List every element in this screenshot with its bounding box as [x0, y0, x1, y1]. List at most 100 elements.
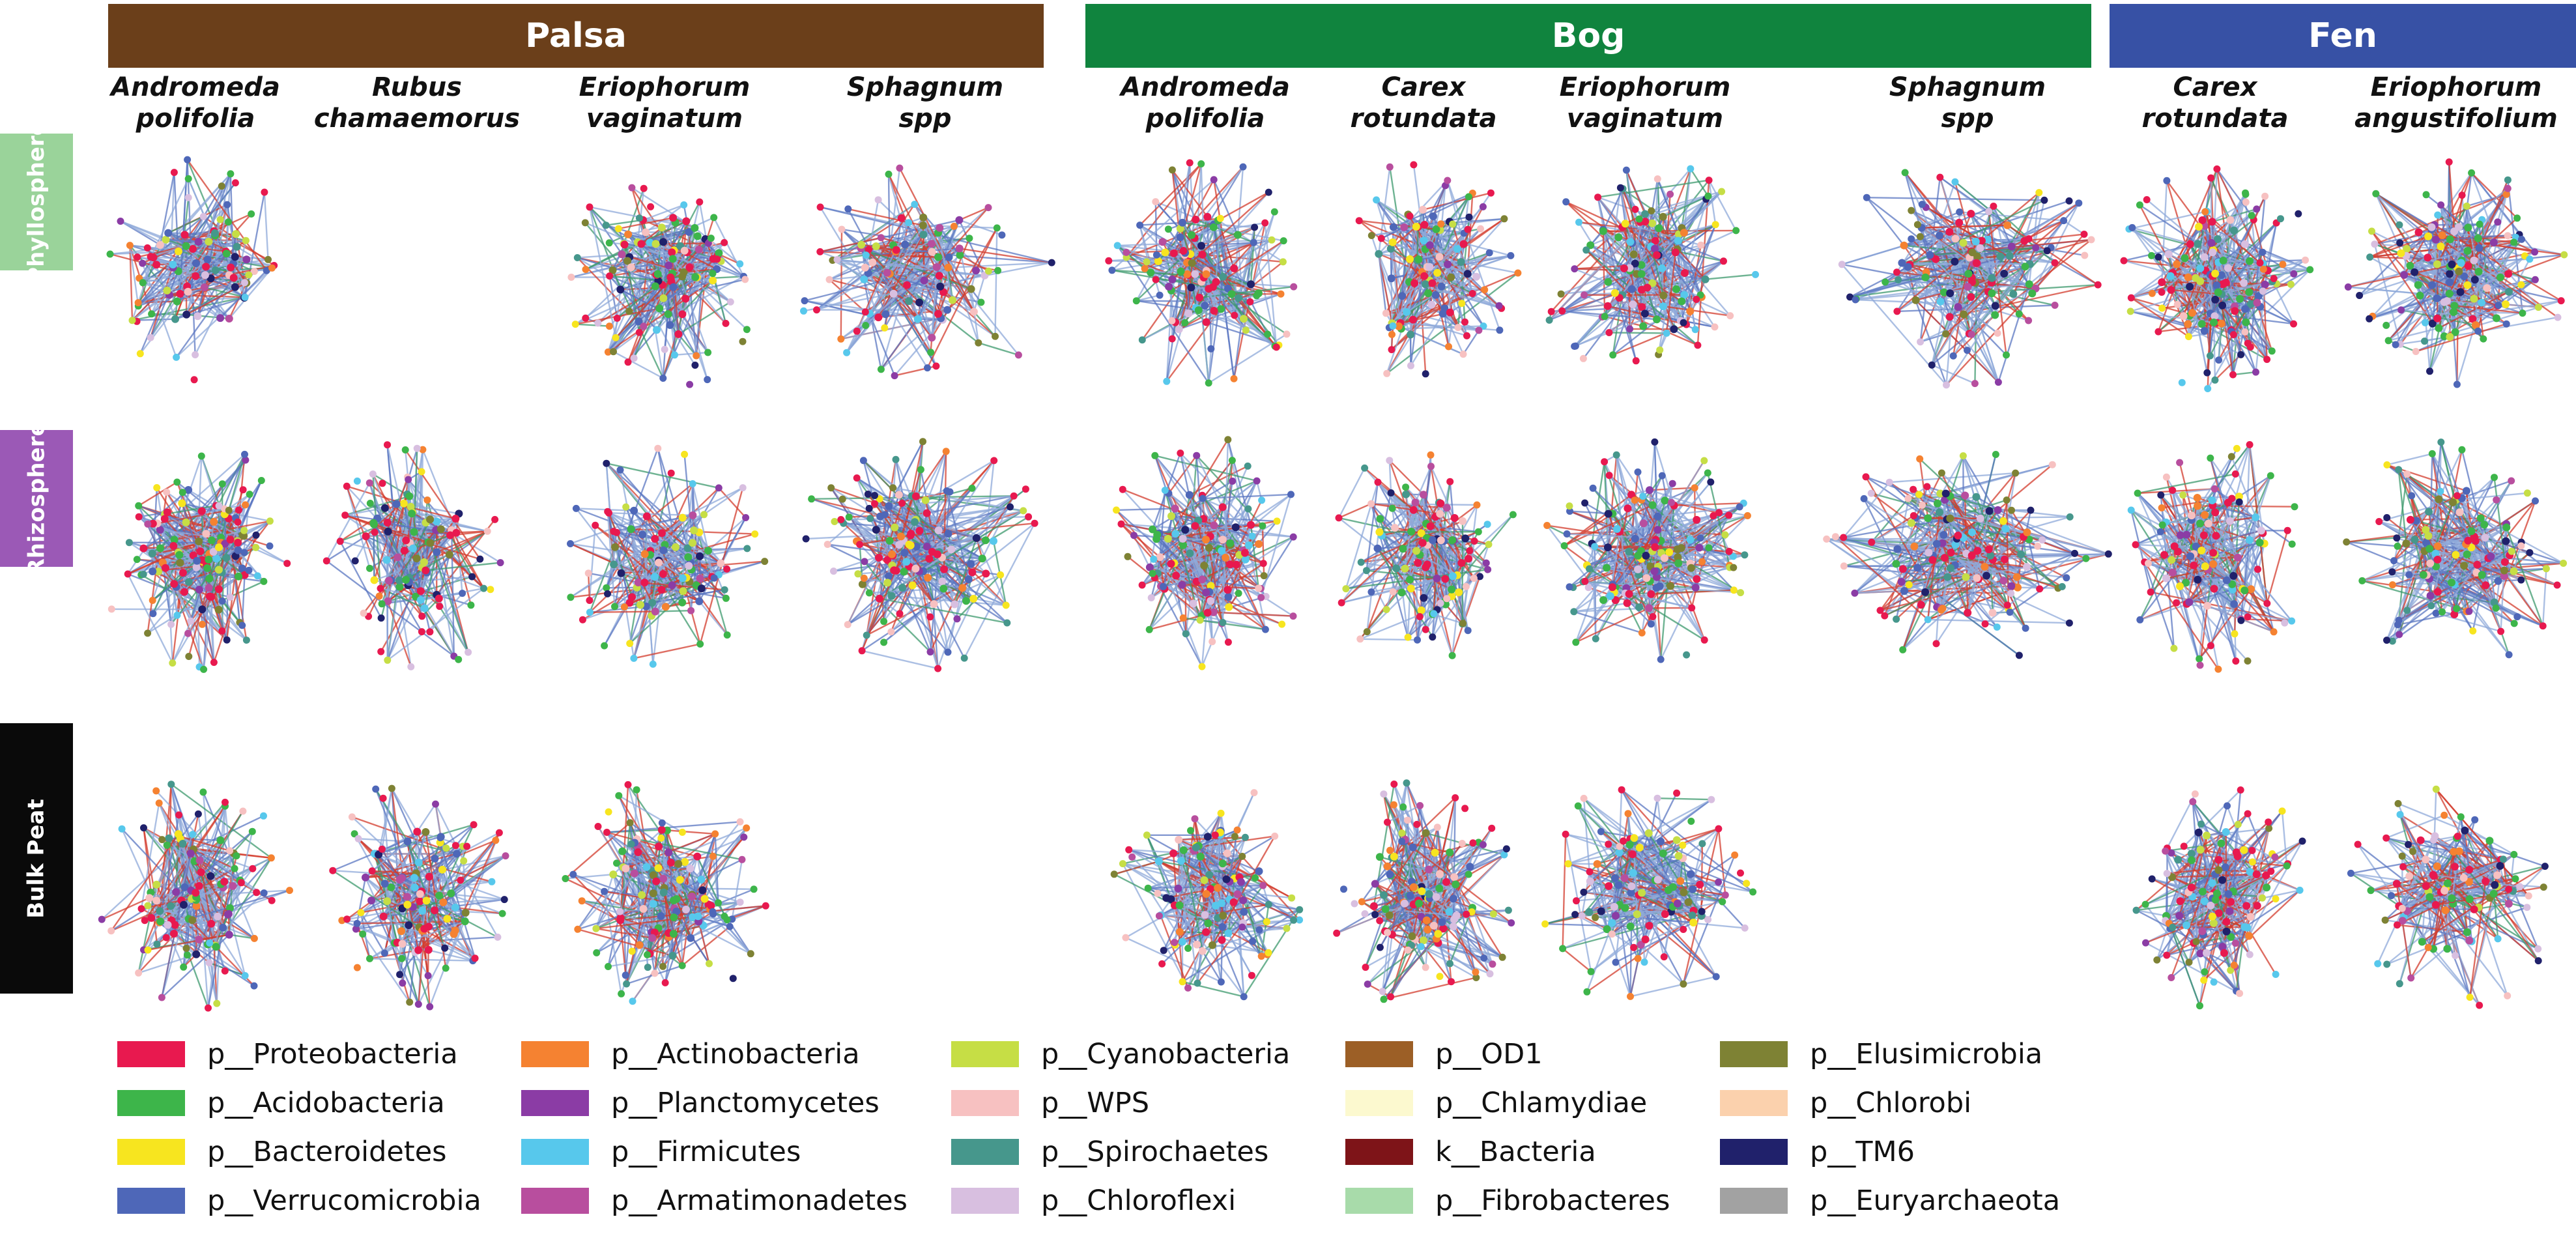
- legend-item: k__Bacteria: [1345, 1136, 1596, 1168]
- legend-item: p__Firmicutes: [521, 1136, 801, 1168]
- legend-label: p__Planctomycetes: [611, 1087, 880, 1119]
- network-2-4: [1110, 789, 1304, 1001]
- legend-label: p__Verrucomicrobia: [207, 1184, 481, 1217]
- species-genus: Eriophorum: [2370, 72, 2542, 102]
- legend-label: p__Chlorobi: [1810, 1087, 1972, 1119]
- legend-item: p__OD1: [1345, 1038, 1543, 1070]
- legend-swatch: [1345, 1188, 1413, 1214]
- legend-swatch: [1720, 1188, 1788, 1214]
- legend-item: p__Proteobacteria: [117, 1038, 458, 1070]
- network-1-2: [567, 444, 769, 668]
- legend-swatch: [521, 1041, 589, 1067]
- legend-swatch: [521, 1090, 589, 1116]
- legend-label: p__Firmicutes: [611, 1136, 801, 1168]
- legend-item: p__Spirochaetes: [951, 1136, 1268, 1168]
- network-grid: [98, 156, 2568, 1012]
- legend-swatch: [117, 1041, 185, 1067]
- legend-label: p__Fibrobacteres: [1435, 1184, 1670, 1217]
- legend-item: p__Verrucomicrobia: [117, 1184, 481, 1217]
- network-1-0: [107, 450, 291, 673]
- species-genus: Eriophorum: [1559, 72, 1731, 102]
- legend-item: p__Fibrobacteres: [1345, 1184, 1670, 1217]
- legend-item: p__Planctomycetes: [521, 1087, 880, 1119]
- legend-label: p__Actinobacteria: [611, 1038, 860, 1070]
- network-2-6: [1541, 786, 1757, 1000]
- species-epithet: vaginatum: [1566, 104, 1724, 134]
- legend-swatch: [117, 1188, 185, 1214]
- site-header-bog: Bog: [1085, 4, 2091, 68]
- network-1-1: [322, 441, 504, 670]
- species-genus: Sphagnum: [846, 72, 1004, 102]
- legend-swatch: [951, 1041, 1019, 1067]
- network-0-4: [1105, 159, 1298, 387]
- network-1-3: [802, 438, 1038, 672]
- legend-item: p__Armatimonadetes: [521, 1184, 908, 1217]
- legend-swatch: [117, 1139, 185, 1165]
- legend-item: p__Euryarchaeota: [1720, 1184, 2060, 1217]
- legend-swatch: [117, 1090, 185, 1116]
- network-0-7: [1838, 169, 2102, 389]
- network-1-8: [2127, 441, 2298, 673]
- legend-item: p__TM6: [1720, 1136, 1915, 1168]
- legend-label: p__Cyanobacteria: [1041, 1038, 1291, 1070]
- legend-swatch: [1720, 1041, 1788, 1067]
- network-0-2: [567, 184, 751, 388]
- legend-label: p__Bacteroidetes: [207, 1136, 447, 1168]
- legend-swatch: [521, 1139, 589, 1165]
- species-epithet: rotundata: [1350, 104, 1497, 134]
- legend-item: p__Actinobacteria: [521, 1038, 860, 1070]
- legend-item: p__Chlorobi: [1720, 1087, 1971, 1119]
- species-epithet: chamaemorus: [313, 104, 521, 134]
- legend-item: p__Bacteroidetes: [117, 1136, 447, 1168]
- legend-label: p__Spirochaetes: [1041, 1136, 1269, 1168]
- legend-swatch: [1720, 1139, 1788, 1165]
- species-epithet: spp: [1941, 104, 1994, 134]
- species-genus: Sphagnum: [1889, 72, 2046, 102]
- network-1-9: [2343, 438, 2568, 659]
- legend-item: p__Cyanobacteria: [951, 1038, 1290, 1070]
- network-2-2: [562, 781, 769, 1005]
- species-epithet: angustifolium: [2354, 104, 2558, 134]
- species-genus: Rubus: [371, 72, 462, 102]
- legend-item: p__Elusimicrobia: [1720, 1038, 2042, 1070]
- network-2-8: [2132, 786, 2306, 1010]
- legend-swatch: [951, 1139, 1019, 1165]
- legend-label: p__Euryarchaeota: [1810, 1184, 2061, 1217]
- legend-swatch: [1345, 1041, 1413, 1067]
- legend-label: p__TM6: [1810, 1136, 1915, 1168]
- species-genus: Carex: [1381, 72, 1466, 102]
- legend-label: p__Chlamydiae: [1435, 1087, 1648, 1119]
- legend-label: p__Elusimicrobia: [1810, 1038, 2043, 1070]
- network-2-1: [329, 784, 509, 1011]
- network-2-0: [98, 781, 293, 1012]
- legend-label: p__WPS: [1041, 1087, 1150, 1119]
- network-0-5: [1355, 161, 1522, 378]
- network-0-6: [1545, 165, 1759, 365]
- network-1-6: [1543, 438, 1751, 663]
- species-epithet: polifolia: [136, 104, 255, 134]
- phylum-legend: p__Proteobacteria p__Acidobacteria p__Bact…: [0, 1038, 2576, 1231]
- species-epithet: spp: [898, 104, 952, 134]
- legend-label: p__Chloroflexi: [1041, 1184, 1237, 1217]
- network-1-7: [1823, 451, 2112, 659]
- species-epithet: vaginatum: [586, 104, 743, 134]
- species-genus: Andromeda: [1121, 72, 1290, 102]
- legend-label: p__Acidobacteria: [207, 1087, 445, 1119]
- legend-swatch: [951, 1090, 1019, 1116]
- network-2-9: [2347, 785, 2549, 1009]
- legend-label: p__Proteobacteria: [207, 1038, 458, 1070]
- species-genus: Andromeda: [111, 72, 280, 102]
- species-genus: Carex: [2173, 72, 2257, 102]
- network-1-5: [1335, 451, 1517, 659]
- legend-item: p__Chloroflexi: [951, 1184, 1236, 1217]
